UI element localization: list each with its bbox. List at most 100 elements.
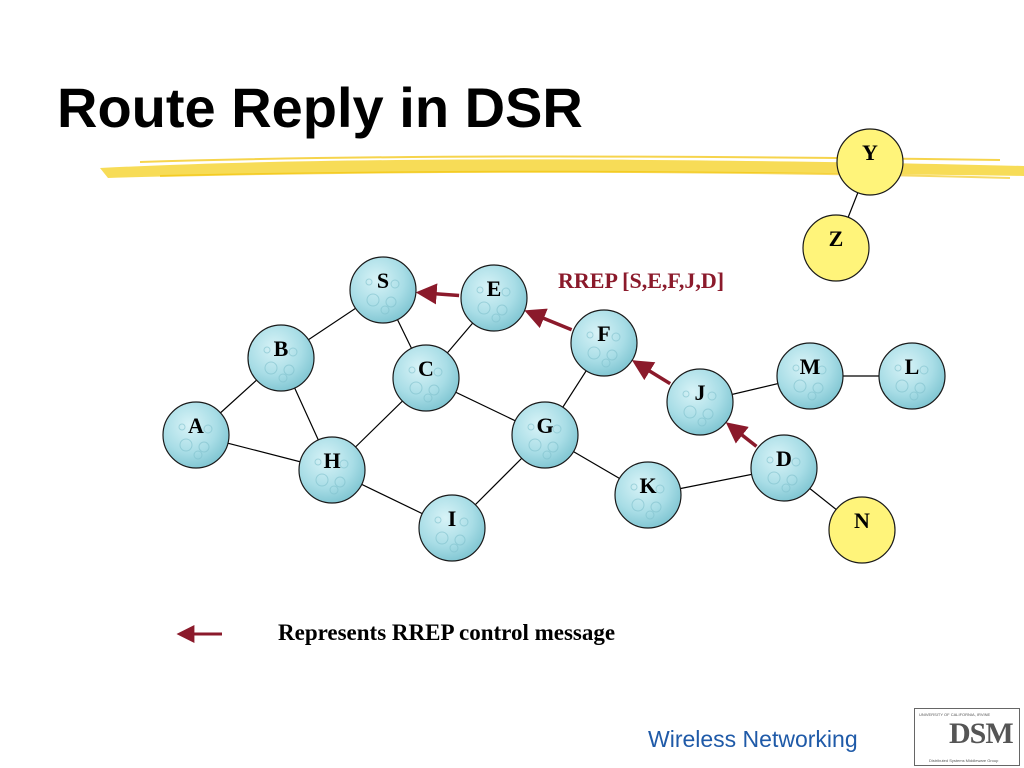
node-texture-bubble <box>611 332 621 342</box>
node-texture-bubble <box>645 510 655 520</box>
node-texture-bubble <box>314 458 322 466</box>
node-g: G <box>511 401 579 469</box>
node-texture-bubble <box>655 484 665 494</box>
node-texture-bubble <box>178 423 186 431</box>
node-label: J <box>695 380 706 405</box>
node-label: E <box>487 276 502 301</box>
node-texture-bubble <box>390 279 400 289</box>
node-n: N <box>828 496 896 564</box>
node-circle <box>460 264 528 332</box>
node-i: I <box>418 494 486 562</box>
node-label: Z <box>829 226 844 251</box>
node-texture-bubble <box>288 347 298 357</box>
node-texture-bubble <box>329 485 339 495</box>
node-texture-bubble <box>786 474 798 486</box>
rrep-arrow-f-to-e <box>524 308 573 332</box>
node-texture-bubble <box>547 441 559 453</box>
node-texture-bubble <box>527 423 535 431</box>
rrep-arrow-j-to-f <box>631 360 672 386</box>
node-texture-bubble <box>683 405 697 419</box>
node-texture-bubble <box>909 391 919 401</box>
node-texture-bubble <box>528 438 542 452</box>
node-texture-bubble <box>203 424 213 434</box>
node-c: C <box>392 344 460 412</box>
node-texture-bubble <box>542 450 552 460</box>
node-texture-bubble <box>587 346 601 360</box>
logo-top-text: UNIVERSITY OF CALIFORNIA, IRVINE <box>919 712 991 717</box>
node-texture-bubble <box>702 408 714 420</box>
node-texture-bubble <box>198 441 210 453</box>
node-texture-bubble <box>817 365 827 375</box>
node-texture-bubble <box>767 471 781 485</box>
node-f: F <box>570 309 638 377</box>
node-circle <box>614 461 682 529</box>
node-texture-bubble <box>919 365 929 375</box>
node-circle <box>511 401 579 469</box>
node-circle <box>878 342 946 410</box>
node-texture-bubble <box>423 393 433 403</box>
node-texture-bubble <box>496 304 508 316</box>
node-h: H <box>298 436 366 504</box>
node-b: B <box>247 324 315 392</box>
node-texture-bubble <box>650 501 662 513</box>
node-k: K <box>614 461 682 529</box>
node-circle <box>570 309 638 377</box>
node-l: L <box>878 342 946 410</box>
node-circle <box>418 494 486 562</box>
node-texture-bubble <box>812 382 824 394</box>
node-texture-bubble <box>707 391 717 401</box>
node-texture-bubble <box>278 373 288 383</box>
node-texture-bubble <box>435 531 449 545</box>
node-label: A <box>188 413 204 438</box>
node-z: Z <box>802 214 870 282</box>
node-y: Y <box>836 128 904 196</box>
node-texture-bubble <box>339 459 349 469</box>
logo-mark: DSM <box>949 717 1014 750</box>
node-texture-bubble <box>606 349 618 361</box>
node-m: M <box>776 342 844 410</box>
node-texture-bubble <box>433 367 443 377</box>
node-texture-bubble <box>682 390 690 398</box>
node-circle <box>666 368 734 436</box>
node-texture-bubble <box>263 346 271 354</box>
node-label: I <box>448 506 457 531</box>
footer-course-title: Wireless Networking <box>648 726 858 752</box>
node-texture-bubble <box>552 424 562 434</box>
node-label: L <box>905 354 920 379</box>
node-texture-bubble <box>179 438 193 452</box>
rrep-arrow-d-to-j <box>725 422 758 448</box>
node-texture-bubble <box>454 534 466 546</box>
node-texture-bubble <box>895 379 909 393</box>
node-texture-bubble <box>408 366 416 374</box>
node-circle <box>298 436 366 504</box>
node-texture-bubble <box>365 278 373 286</box>
node-texture-bubble <box>476 286 484 294</box>
node-texture-bubble <box>501 287 511 297</box>
node-label: G <box>536 413 553 438</box>
slide-title: Route Reply in DSR <box>57 76 583 139</box>
node-texture-bubble <box>449 543 459 553</box>
node-texture-bubble <box>791 457 801 467</box>
legend-label: Represents RREP control message <box>278 620 616 645</box>
rrep-route-label: RREP [S,E,F,J,D] <box>558 268 724 293</box>
node-label: M <box>800 354 821 379</box>
node-layer: S E F B C J M L A G H D K I N Y Z <box>162 128 946 564</box>
node-s: S <box>349 256 417 324</box>
node-texture-bubble <box>697 417 707 427</box>
node-label: N <box>854 508 870 533</box>
node-label: S <box>377 268 389 293</box>
dsm-logo: UNIVERSITY OF CALIFORNIA, IRVINE DSM Dis… <box>914 708 1020 766</box>
node-label: C <box>418 356 434 381</box>
node-texture-bubble <box>334 476 346 488</box>
node-texture-bubble <box>315 473 329 487</box>
node-circle <box>802 214 870 282</box>
node-label: K <box>639 473 656 498</box>
node-texture-bubble <box>793 379 807 393</box>
node-texture-bubble <box>385 296 397 308</box>
node-circle <box>349 256 417 324</box>
node-label: H <box>323 448 340 473</box>
node-d: D <box>750 434 818 502</box>
node-texture-bubble <box>792 364 800 372</box>
node-circle <box>392 344 460 412</box>
